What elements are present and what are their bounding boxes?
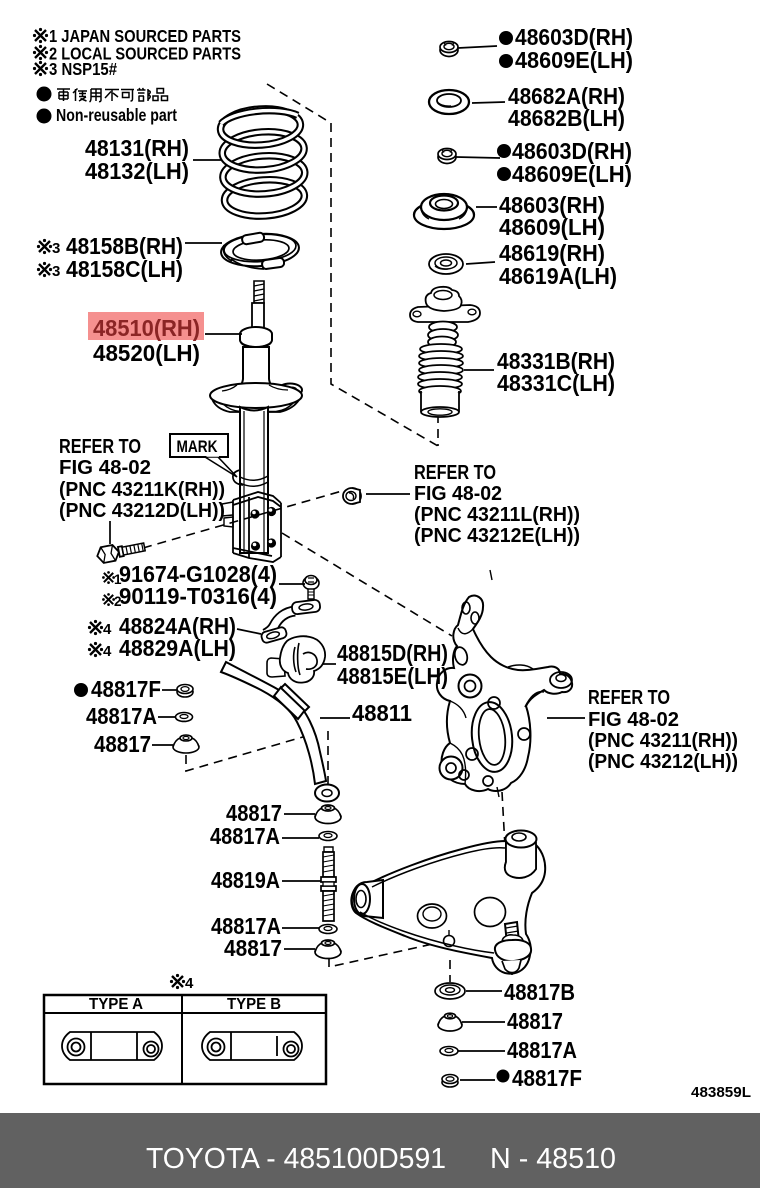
svg-text:(PNC 43211(RH)): (PNC 43211(RH)) <box>588 730 738 752</box>
svg-text:1: 1 <box>114 572 122 587</box>
svg-text:FIG 48-02: FIG 48-02 <box>414 483 502 505</box>
svg-text:48817: 48817 <box>94 731 151 757</box>
svg-text:48817F: 48817F <box>512 1065 582 1091</box>
svg-text:1 JAPAN SOURCED PARTS: 1 JAPAN SOURCED PARTS <box>49 26 241 46</box>
svg-text:48817A: 48817A <box>507 1037 577 1063</box>
svg-text:48609E(LH): 48609E(LH) <box>515 47 633 73</box>
svg-text:3: 3 <box>52 263 60 280</box>
svg-text:48603(RH): 48603(RH) <box>499 192 605 218</box>
svg-text:48811: 48811 <box>352 700 412 726</box>
svg-text:3 NSP15#: 3 NSP15# <box>49 59 117 79</box>
svg-text:2 LOCAL SOURCED PARTS: 2 LOCAL SOURCED PARTS <box>49 44 241 64</box>
svg-text:48609(LH): 48609(LH) <box>499 214 605 240</box>
svg-text:48817A: 48817A <box>210 823 280 849</box>
svg-text:48817: 48817 <box>226 800 282 826</box>
svg-text:48331B(RH): 48331B(RH) <box>497 348 615 374</box>
svg-text:48609E(LH): 48609E(LH) <box>512 161 632 187</box>
svg-text:48682A(RH): 48682A(RH) <box>508 83 625 109</box>
svg-text:TYPE A: TYPE A <box>89 996 143 1013</box>
svg-text:(PNC 43212E(LH)): (PNC 43212E(LH)) <box>414 525 580 547</box>
svg-text:48158B(RH): 48158B(RH) <box>66 233 183 259</box>
svg-text:(PNC 43211K(RH)): (PNC 43211K(RH)) <box>59 479 225 501</box>
svg-text:FIG 48-02: FIG 48-02 <box>59 457 151 479</box>
svg-text:48603D(RH): 48603D(RH) <box>515 24 633 50</box>
svg-text:48817: 48817 <box>507 1008 563 1034</box>
svg-text:48331C(LH): 48331C(LH) <box>497 370 615 396</box>
svg-text:4: 4 <box>103 621 112 638</box>
svg-text:Non-reusable part: Non-reusable part <box>56 105 177 125</box>
svg-text:48682B(LH): 48682B(LH) <box>508 105 625 131</box>
svg-text:(PNC 43212(LH)): (PNC 43212(LH)) <box>588 751 738 773</box>
svg-text:48619A(LH): 48619A(LH) <box>499 263 617 289</box>
svg-text:48815E(LH): 48815E(LH) <box>337 663 448 689</box>
svg-text:48817: 48817 <box>224 935 282 961</box>
svg-text:48132(LH): 48132(LH) <box>85 158 189 184</box>
svg-text:48510(RH): 48510(RH) <box>93 315 200 341</box>
svg-text:4: 4 <box>103 643 112 660</box>
svg-text:48817F: 48817F <box>91 676 161 702</box>
svg-text:FIG 48-02: FIG 48-02 <box>588 709 679 731</box>
svg-text:90119-T0316(4): 90119-T0316(4) <box>119 583 277 609</box>
svg-text:48824A(RH): 48824A(RH) <box>119 613 236 639</box>
svg-text:REFER TO: REFER TO <box>414 462 496 484</box>
svg-text:48819A: 48819A <box>211 867 280 893</box>
svg-text:48815D(RH): 48815D(RH) <box>337 640 448 666</box>
svg-text:48829A(LH): 48829A(LH) <box>119 635 236 661</box>
svg-text:REFER TO: REFER TO <box>59 436 141 458</box>
svg-text:TYPE B: TYPE B <box>227 996 281 1013</box>
svg-text:91674-G1028(4): 91674-G1028(4) <box>119 561 277 587</box>
svg-text:48158C(LH): 48158C(LH) <box>66 256 183 282</box>
svg-text:2: 2 <box>114 594 122 609</box>
svg-text:483859L: 483859L <box>691 1084 751 1101</box>
svg-text:REFER TO: REFER TO <box>588 687 670 709</box>
svg-text:48603D(RH): 48603D(RH) <box>512 138 632 164</box>
svg-text:TOYOTA - 485100D591: TOYOTA - 485100D591 <box>146 1143 446 1175</box>
svg-text:N - 48510: N - 48510 <box>490 1143 616 1175</box>
svg-text:48817B: 48817B <box>504 979 575 1005</box>
svg-text:MARK: MARK <box>177 437 219 456</box>
svg-text:48520(LH): 48520(LH) <box>93 340 200 366</box>
svg-text:(PNC 43211L(RH)): (PNC 43211L(RH)) <box>414 504 580 526</box>
svg-text:(PNC 43212D(LH)): (PNC 43212D(LH)) <box>59 500 225 522</box>
svg-text:48817A: 48817A <box>211 913 281 939</box>
svg-text:4: 4 <box>185 975 194 992</box>
svg-text:3: 3 <box>52 240 60 257</box>
svg-text:48131(RH): 48131(RH) <box>85 135 189 161</box>
svg-text:48817A: 48817A <box>86 703 157 729</box>
svg-text:48619(RH): 48619(RH) <box>499 240 605 266</box>
